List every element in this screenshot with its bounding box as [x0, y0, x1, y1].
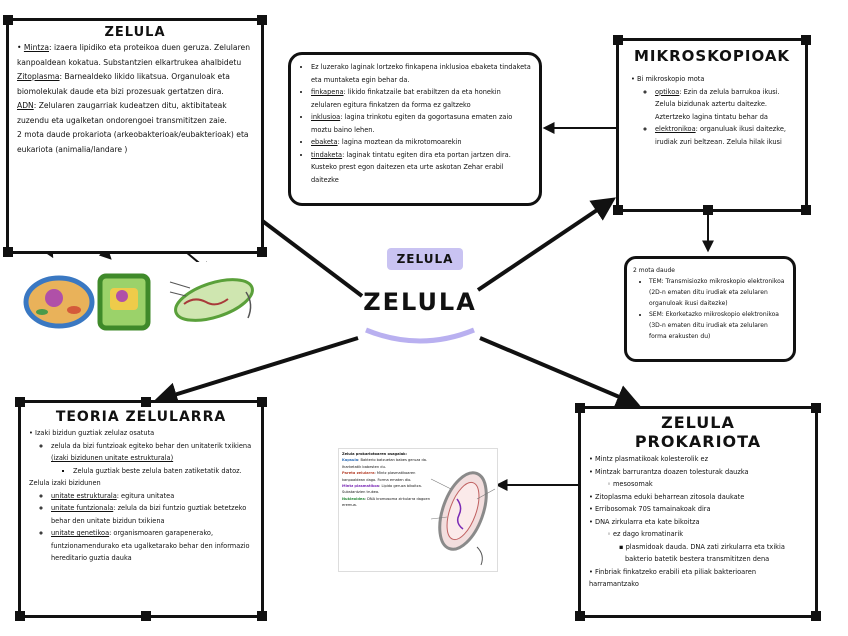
mikroskopio-optikoa: optikoa: Ezin da zelula barrukoa ikusi. …	[655, 86, 799, 124]
plant-cell-image	[100, 276, 148, 328]
technique-box: Ez luzerako laginak lortzeko finkapena i…	[288, 52, 542, 206]
mikroskopioak-box: MIKROSKOPIOAK • Bi mikroskopio mota opti…	[616, 38, 808, 212]
technique-list: Ez luzerako laginak lortzeko finkapena i…	[299, 61, 531, 186]
motak-box: 2 mota daude TEM: Transmisiozko mikrosko…	[624, 256, 796, 362]
prokariota-item: ▪ plasmidoak dauda. DNA zati zirkularra …	[589, 541, 807, 566]
arrow-to-mikroskopioak	[478, 200, 612, 290]
prokariota-item: ◦ ez dago kromatinarik	[589, 528, 807, 541]
teoria-box: TEORIA ZELULARRA • Izaki bizidun guztiak…	[18, 400, 264, 618]
prokariota-box: ZELULA PROKARIOTA • Mintz plasmatikoak k…	[578, 406, 818, 618]
prokariota-item: • DNA zirkularra eta kate bikoitza	[589, 516, 807, 529]
zelula-item-mintza: • Mintza: izaera lipidiko eta proteikoa …	[17, 41, 253, 70]
teoria-body: • Izaki bizidun guztiak zelulaz osatuta …	[29, 427, 253, 565]
center-title: ZELULA	[360, 288, 480, 316]
technique-item: tindaketa: laginak tintatu egiten dira e…	[311, 149, 531, 187]
center-badge: ZELULA	[387, 248, 463, 270]
prokariota-body: • Mintz plasmatikoak kolesterolik ez • M…	[589, 453, 807, 591]
zelula-item-adn: ADN: Zelularen zaugarriak kudeatzen ditu…	[17, 99, 253, 128]
bacteria-figure: Zelula prokariotoaren osagaiak: Kapsula:…	[338, 448, 498, 572]
prokariota-item: • Zitoplasma eduki beharrean zitosola da…	[589, 491, 807, 504]
motak-item-tem: TEM: Transmisiozko mikroskopio elektroni…	[649, 276, 787, 309]
zelula-box-body: • Mintza: izaera lipidiko eta proteikoa …	[17, 41, 253, 157]
teoria-subsub-item: Zelula guztiak beste zelula baten zatike…	[73, 465, 253, 478]
zelula-box-title: ZELULA	[17, 25, 253, 41]
motak-body: 2 mota daude TEM: Transmisiozko mikrosko…	[633, 265, 787, 342]
zelula-item-zitoplasma: Zitoplasma: Barnealdeko likido likatsua.…	[17, 70, 253, 99]
mikroskopioak-body: • Bi mikroskopio mota optikoa: Ezin da z…	[625, 73, 799, 148]
prokariota-item: • Erribosomak 70S tamainakoak dira	[589, 503, 807, 516]
arrow-to-prokariota	[480, 338, 636, 404]
motak-item-sem: SEM: Ekorketazko mikroskopio elektroniko…	[649, 309, 787, 342]
mikroskopioak-title: MIKROSKOPIOAK	[625, 45, 799, 67]
teoria-unitate-estrukturala: unitate estrukturala: egitura unitatea	[51, 490, 253, 503]
teoria-title: TEORIA ZELULARRA	[29, 407, 253, 427]
prokariota-item: • Mintz plasmatikoak kolesterolik ez	[589, 453, 807, 466]
arrow-to-teoria	[158, 338, 358, 400]
technique-item: Ez luzerako laginak lortzeko finkapena i…	[311, 61, 531, 86]
prokariota-item: ◦ mesosomak	[589, 478, 807, 491]
bacteria-figure-text: Zelula prokariotoaren osagaiak: Kapsula:…	[342, 451, 430, 509]
technique-item: inklusioa: lagina trinkotu egiten da gog…	[311, 111, 531, 136]
prokariota-item: • Finbriak finkatzeko erabili eta piliak…	[589, 566, 807, 591]
technique-item: ebaketa: lagina moztean da mikrotomoarek…	[311, 136, 531, 149]
cell-illustrations	[14, 262, 262, 334]
prokariota-title: ZELULA PROKARIOTA	[589, 413, 807, 451]
teoria-unitate-genetikoa: unitate genetikoa: organismoaren garapen…	[51, 527, 253, 565]
bacteria-diagram-image	[429, 459, 497, 567]
zelula-box: ZELULA • Mintza: izaera lipidiko eta pro…	[6, 18, 264, 254]
center-arc	[366, 330, 474, 341]
animal-cell-image	[26, 278, 92, 326]
prokariota-item: • Mintzak barrurantza doazen tolesturak …	[589, 466, 807, 479]
bacterial-cell-image	[170, 271, 257, 328]
teoria-sub-item: zelula da bizi funtzioak egiteko behar d…	[51, 440, 253, 465]
zelula-item-motak: 2 mota daude prokariota (arkeobakterioak…	[17, 128, 253, 157]
technique-item: finkapena: likido finkatzaile bat erabil…	[311, 86, 531, 111]
mikroskopio-elektronikoa: elektronikoa: organuluak ikusi daitezke,…	[655, 123, 799, 148]
teoria-unitate-funtzionala: unitate funtzionala: zelula da bizi funt…	[51, 502, 253, 527]
